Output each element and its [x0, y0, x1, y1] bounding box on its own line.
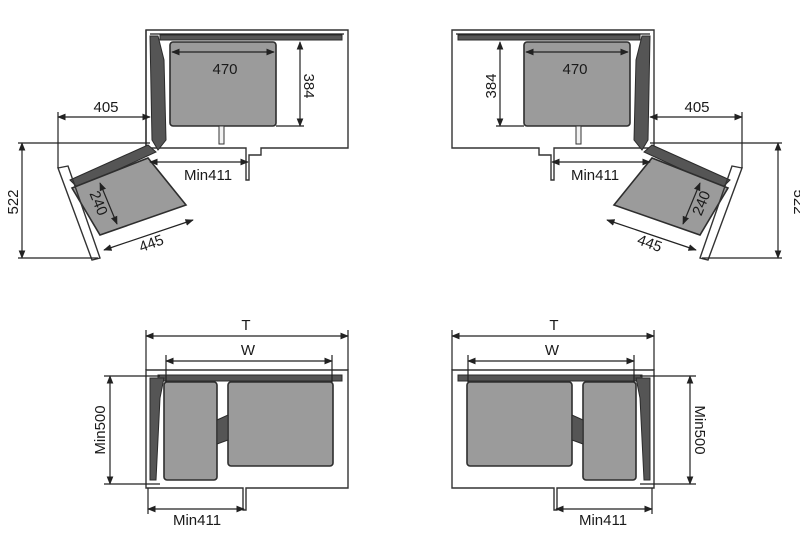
- dim-t-label: T: [549, 317, 558, 334]
- bottom-right-diagram: [451, 330, 696, 514]
- dim-405-label: 405: [93, 99, 118, 116]
- cabinet-outline: [451, 369, 655, 511]
- basket-large: [227, 381, 334, 467]
- bottom-left-diagram: T W Min500 Min411: [92, 317, 349, 529]
- pivot-arm: [633, 35, 651, 151]
- cabinet-outline: [145, 29, 349, 181]
- dim-445-label: 445: [137, 232, 166, 257]
- dim-240-line: [99, 182, 118, 225]
- cabinet-outline: [145, 369, 349, 511]
- top-left-diagram: 470 384 405 Min411 522 240 445: [5, 29, 349, 261]
- dim-min411-label: Min411: [571, 167, 619, 184]
- basket-small: [582, 381, 637, 481]
- dim-min411-label: Min411: [173, 512, 221, 529]
- pivot-arm: [635, 377, 651, 481]
- dim-min500-label: Min500: [691, 405, 708, 454]
- top-rail: [457, 34, 641, 41]
- dim-445-line: [103, 219, 194, 251]
- dim-405-label: 405: [684, 99, 709, 116]
- dim-384-label: 384: [483, 73, 500, 98]
- top-rail: [157, 374, 343, 382]
- dim-445-label: 445: [635, 232, 664, 257]
- dim-470-label: 470: [212, 61, 237, 78]
- top-rail: [159, 34, 343, 41]
- door-panel: [57, 165, 101, 261]
- dim-522-label: 522: [790, 189, 800, 214]
- dim-w-label: W: [545, 342, 560, 359]
- dim-w-label: W: [241, 342, 256, 359]
- basket-small: [163, 381, 218, 481]
- pivot-arm: [149, 377, 165, 481]
- cabinet-outline: [451, 29, 655, 181]
- dim-min500-label: Min500: [92, 405, 109, 454]
- basket-main: [169, 41, 277, 127]
- connector: [216, 414, 229, 445]
- basket-large: [466, 381, 573, 467]
- connector: [571, 414, 584, 445]
- dim-min411-label: Min411: [579, 512, 627, 529]
- pivot-arm: [149, 35, 167, 151]
- dim-522-label: 522: [5, 189, 22, 214]
- dim-t-label: T: [241, 317, 250, 334]
- dim-470-label: 470: [562, 61, 587, 78]
- dim-min411-label: Min411: [184, 167, 232, 184]
- door-panel: [699, 165, 743, 261]
- basket-main: [523, 41, 631, 127]
- top-rail: [457, 374, 643, 382]
- dim-384-label: 384: [300, 73, 317, 98]
- top-right-diagram: [451, 29, 782, 261]
- bottom-right-labels: T W Min500 Min411: [545, 317, 708, 529]
